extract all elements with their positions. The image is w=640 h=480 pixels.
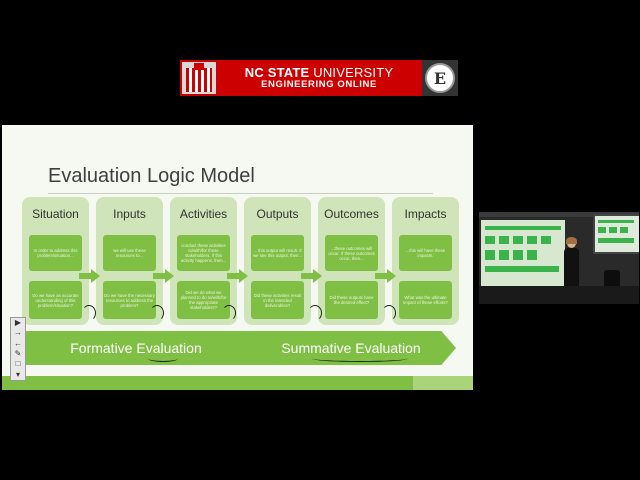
annotation-toolbar: ▶ → ← ✎ □ ▾ bbox=[10, 317, 26, 381]
ink-annotation-icon bbox=[382, 305, 396, 321]
banner-text: NC STATE UNIVERSITY ENGINEERING ONLINE bbox=[216, 64, 422, 91]
camera-projection-screen bbox=[481, 220, 565, 286]
ink-annotation-icon bbox=[82, 305, 96, 321]
banner-name-light: UNIVERSITY bbox=[309, 64, 394, 80]
e-logo-icon: E bbox=[425, 63, 455, 93]
arrow-right-icon bbox=[375, 269, 396, 283]
banner-subtitle: ENGINEERING ONLINE bbox=[261, 78, 377, 90]
column-box-top: ...these outcomes will occur. If these o… bbox=[325, 235, 378, 271]
column-heading: Impacts bbox=[404, 207, 447, 221]
column-box-top: ...this will have these impacts. bbox=[399, 235, 452, 271]
pointer-icon[interactable]: ▶ bbox=[14, 318, 22, 328]
column-activities: Activities conduct these activities to/w… bbox=[170, 197, 237, 325]
title-divider bbox=[48, 193, 433, 194]
banner-name-bold: NC STATE bbox=[244, 64, 310, 80]
summative-evaluation-label: Summative Evaluation bbox=[281, 340, 421, 356]
ink-annotation-icon bbox=[222, 305, 236, 321]
column-outcomes: Outcomes ...these outcomes will occur. I… bbox=[318, 197, 385, 325]
lecturer-figure bbox=[563, 237, 579, 288]
column-heading: Outcomes bbox=[324, 207, 379, 221]
column-heading: Outputs bbox=[256, 207, 299, 221]
lecturer-camera-feed bbox=[479, 212, 639, 304]
column-box-bottom: Did these activities result in the inten… bbox=[251, 281, 304, 319]
menu-icon[interactable]: ▾ bbox=[15, 369, 20, 379]
belltower-logo-icon bbox=[182, 62, 216, 94]
arrow-left-icon[interactable]: ← bbox=[14, 338, 22, 348]
banner-university-name: NC STATE UNIVERSITY bbox=[216, 64, 422, 80]
camera-chair bbox=[604, 270, 620, 288]
ink-underline-summative bbox=[312, 355, 408, 362]
column-box-top: we will use these resources to... bbox=[103, 235, 156, 271]
camera-ceiling bbox=[479, 212, 639, 217]
ink-underline-formative bbox=[148, 355, 178, 362]
slide-title: Evaluation Logic Model bbox=[48, 165, 255, 187]
formative-evaluation-label: Formative Evaluation bbox=[70, 340, 202, 356]
column-box-top: ... this output will result. If we see t… bbox=[251, 235, 304, 271]
arrow-right-icon bbox=[227, 269, 248, 283]
slide-footer-accent bbox=[413, 376, 473, 390]
engineering-online-logo: E bbox=[422, 60, 458, 96]
ink-annotation-icon bbox=[308, 305, 322, 321]
column-box-bottom: Did we do what we planned to do to/with/… bbox=[177, 281, 230, 319]
column-box-bottom: Did these outputs have the desired effec… bbox=[325, 281, 378, 319]
column-box-top: In order to address this problem/situati… bbox=[29, 235, 82, 271]
camera-desk bbox=[479, 286, 639, 304]
column-heading: Situation bbox=[32, 207, 79, 221]
arrow-right-icon bbox=[79, 269, 100, 283]
logic-model-columns: Situation In order to address this probl… bbox=[22, 197, 459, 325]
column-inputs: Inputs we will use these resources to...… bbox=[96, 197, 163, 325]
column-box-bottom: Do we have the necessary resources to ad… bbox=[103, 281, 156, 319]
camera-monitor bbox=[593, 214, 639, 254]
arrow-right-icon bbox=[153, 269, 174, 283]
column-heading: Activities bbox=[179, 207, 228, 221]
formative-evaluation-band: Formative Evaluation bbox=[10, 331, 262, 365]
arrow-right-icon[interactable]: → bbox=[14, 328, 22, 338]
column-heading: Inputs bbox=[113, 207, 146, 221]
ncsu-banner: NC STATE UNIVERSITY ENGINEERING ONLINE E bbox=[180, 60, 458, 96]
pen-icon[interactable]: ✎ bbox=[14, 349, 22, 359]
eraser-icon[interactable]: □ bbox=[15, 359, 21, 369]
presentation-slide: Evaluation Logic Model Situation In orde… bbox=[2, 125, 473, 390]
ink-annotation-icon bbox=[150, 305, 164, 321]
column-situation: Situation In order to address this probl… bbox=[22, 197, 89, 325]
arrow-right-icon bbox=[301, 269, 322, 283]
column-box-top: conduct these activities to/with/for the… bbox=[177, 235, 230, 271]
column-box-bottom: Do we have an accurate understanding of … bbox=[29, 281, 82, 319]
slide-footer-bar bbox=[2, 376, 473, 390]
column-box-bottom: What was the ultimate impact of these ef… bbox=[399, 281, 452, 319]
column-outputs: Outputs ... this output will result. If … bbox=[244, 197, 311, 325]
column-impacts: Impacts ...this will have these impacts.… bbox=[392, 197, 459, 325]
